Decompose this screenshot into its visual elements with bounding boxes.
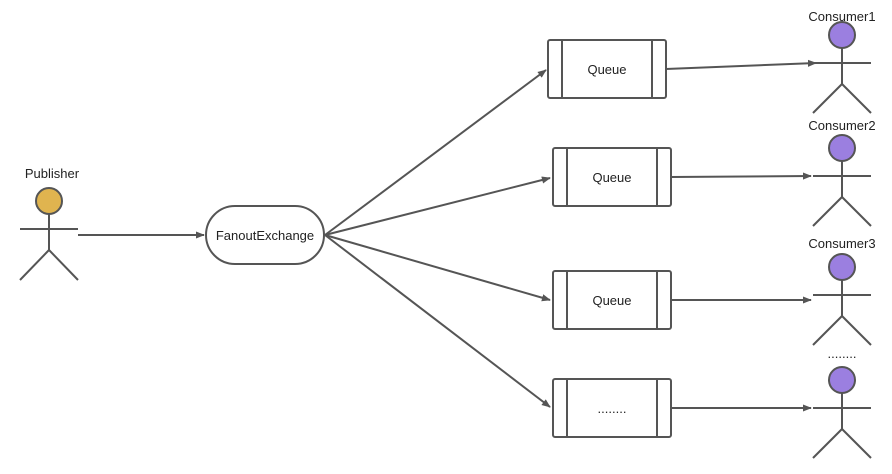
- queue-4-label: ........: [598, 401, 627, 416]
- exchange-to-queue2-arrow: [324, 176, 551, 236]
- exchange-to-queue1-arrow: [324, 69, 547, 236]
- consumer-4-head: [828, 366, 856, 394]
- consumer-2-actor: [812, 134, 872, 227]
- publisher-actor: [19, 187, 79, 281]
- consumer-3-actor: [812, 253, 872, 346]
- queue-1: [547, 39, 667, 99]
- consumer-4-actor: [812, 366, 872, 459]
- consumer-1-label: Consumer1: [808, 9, 875, 24]
- queue2-to-consumer2-arrow: [670, 172, 812, 180]
- consumer-1-actor: [812, 21, 872, 114]
- fanout-exchange-label: FanoutExchange: [216, 228, 314, 243]
- exchange-to-queue4-arrow: [324, 234, 551, 408]
- queue-2-label: Queue: [592, 170, 631, 185]
- consumer-3-label: Consumer3: [808, 236, 875, 251]
- queue-1-label: Queue: [587, 62, 626, 77]
- publisher-head: [35, 187, 63, 215]
- consumer-2-head: [828, 134, 856, 162]
- consumer-ellipsis-label: ........: [828, 346, 857, 361]
- fanout-exchange-node: [205, 205, 325, 265]
- consumer-3-head: [828, 253, 856, 281]
- exchange-to-queue3-arrow: [324, 234, 551, 302]
- publisher-label: Publisher: [25, 166, 80, 181]
- consumer-1-head: [828, 21, 856, 49]
- queue-3-label: Queue: [592, 293, 631, 308]
- consumer-2-label: Consumer2: [808, 118, 875, 133]
- queue1-to-consumer1-arrow: [665, 59, 817, 70]
